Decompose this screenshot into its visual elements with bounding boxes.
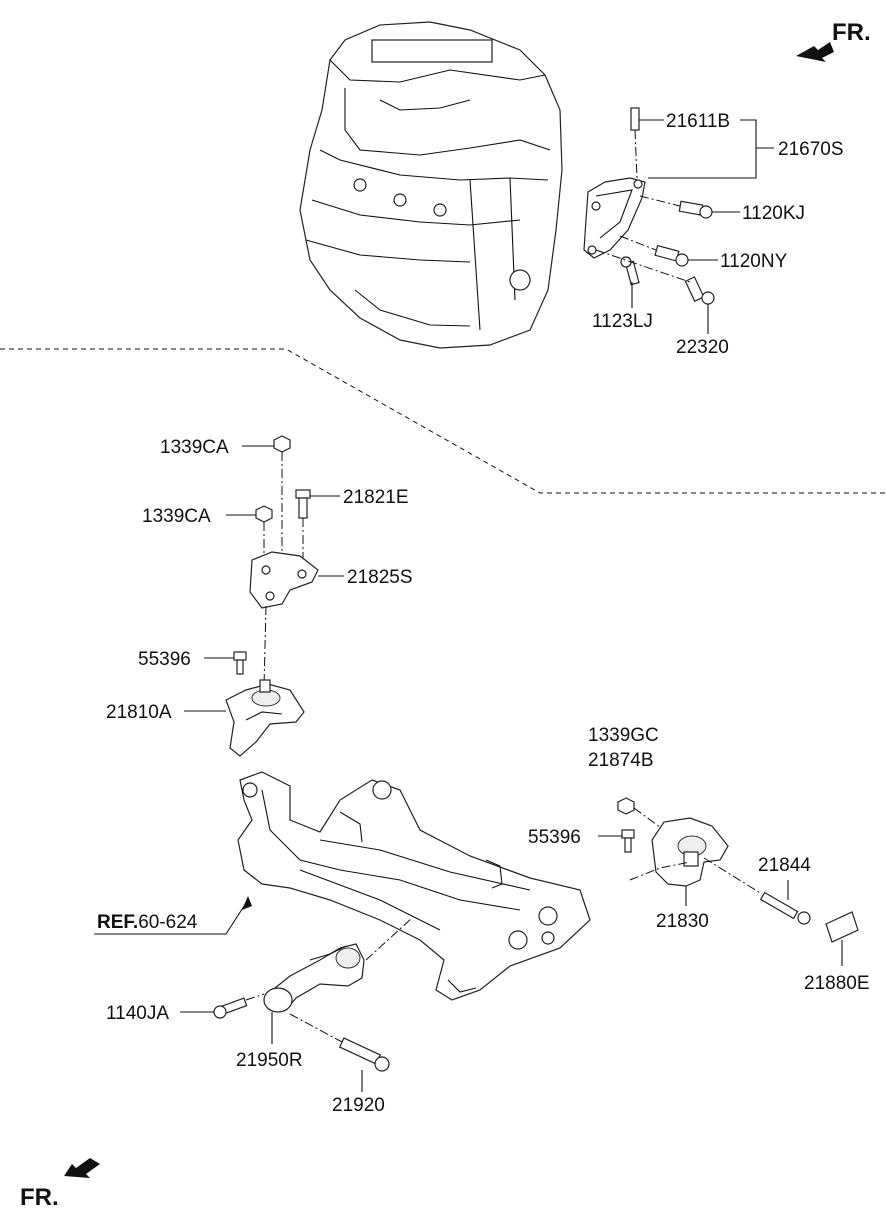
bolt-21844-drawing (759, 891, 811, 925)
label-21844: 21844 (758, 855, 811, 876)
label-21874B: 21874B (588, 750, 654, 771)
ref-prefix: REF. (97, 912, 138, 933)
bolt-1140JA-drawing (213, 997, 248, 1019)
label-55396-right: 55396 (528, 827, 581, 848)
label-1339GC: 1339GC (588, 725, 659, 746)
label-21810A: 21810A (106, 702, 172, 723)
label-21611B: 21611B (666, 111, 730, 132)
label-21950R: 21950R (236, 1050, 303, 1071)
subframe-crossmember-drawing (237, 771, 591, 1001)
fr-label-bottom: FR. (20, 1184, 59, 1211)
section-divider (0, 348, 886, 494)
bracket-21825S-drawing (249, 551, 319, 609)
svg-text:REF.60-624: REF.60-624 (97, 912, 198, 933)
label-21825S: 21825S (347, 567, 413, 588)
label-21670S: 21670S (778, 139, 844, 160)
label-1140JA: 1140JA (106, 1003, 169, 1024)
label-21821E: 21821E (343, 487, 409, 508)
stud-21611B-drawing (630, 107, 640, 131)
label-1120NY: 1120NY (720, 251, 788, 272)
label-1120KJ: 1120KJ (742, 203, 805, 224)
bolt-22320-drawing (684, 276, 715, 305)
bolt-21920-drawing (338, 1037, 390, 1072)
bolt-21821E-drawing (295, 489, 311, 519)
label-1339CA-mid: 1339CA (142, 506, 211, 527)
label-55396-left: 55396 (138, 649, 191, 670)
label-1123LJ: 1123LJ (592, 311, 653, 332)
nut-1339CA-mid-drawing (255, 505, 273, 523)
label-21920: 21920 (332, 1095, 385, 1116)
fr-arrow-bottom-icon (64, 1158, 100, 1178)
bolt-55396-left-drawing (233, 651, 247, 675)
label-1339CA-top: 1339CA (160, 437, 229, 458)
nut-1339GC-drawing (617, 797, 635, 815)
bolt-1120NY-drawing (654, 244, 689, 267)
fr-arrow-top-icon (796, 42, 834, 62)
bolt-55396-right-drawing (621, 829, 635, 853)
bracket-21670S-drawing (583, 177, 646, 259)
fr-label-top: FR. (832, 19, 871, 46)
bolt-1120KJ-drawing (678, 200, 713, 219)
mount-21810A-drawing (225, 679, 305, 757)
label-21830: 21830 (656, 911, 709, 932)
label-22320: 22320 (676, 337, 729, 358)
engine-block-drawing (299, 21, 563, 349)
cover-21880E-drawing (825, 911, 859, 943)
label-21880E: 21880E (804, 973, 870, 994)
mount-21830-drawing (651, 817, 729, 887)
roll-rod-21950R-drawing (263, 943, 365, 1013)
nut-1339CA-top-drawing (273, 435, 291, 453)
ref-number: 60-624 (138, 912, 198, 933)
